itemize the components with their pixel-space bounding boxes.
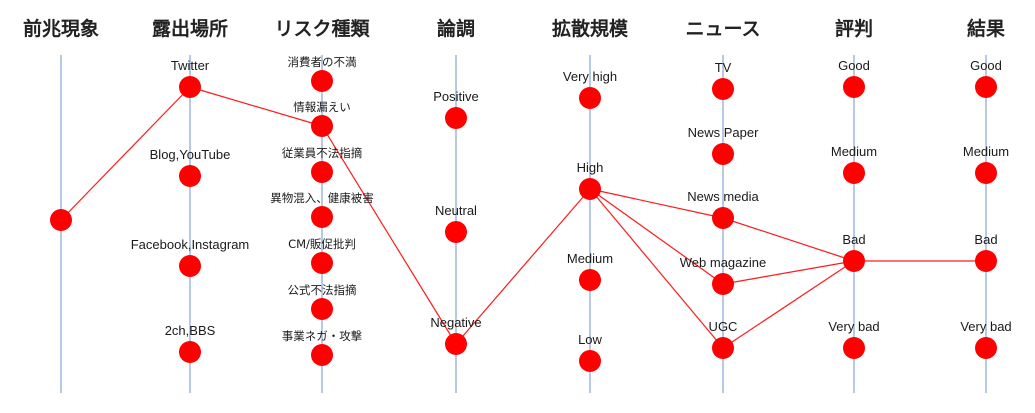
node-label-c1-1: Blog,YouTube [149,147,231,162]
node-label-c2-5: 公式不法指摘 [287,283,357,297]
node-c1-1 [179,165,201,187]
node-c5-2 [712,207,734,229]
edge-c5-2-c6-2 [722,217,855,262]
node-label-c6-3: Very bad [828,319,880,334]
edge-c4-1-c5-3 [589,188,724,285]
node-c2-4 [311,252,333,274]
column-header-c7: 結果 [966,18,1006,40]
node-label-c7-2: Bad [974,232,998,247]
column-header-c1: 露出場所 [151,18,229,40]
node-c7-1 [975,162,997,184]
node-c7-0 [975,76,997,98]
node-c3-1 [445,221,467,243]
edge-c1-0-c2-1 [189,86,323,127]
node-label-c2-0: 消費者の不満 [287,55,357,69]
node-group [50,70,997,372]
node-c5-3 [712,273,734,295]
node-label-c3-0: Positive [433,89,479,104]
node-label-c7-0: Good [970,58,1002,73]
edge-c4-1-c5-2 [589,188,724,219]
node-c5-4 [712,337,734,359]
node-c4-2 [579,269,601,291]
node-label-c1-2: Facebook,Instagram [130,237,250,252]
node-c1-0 [179,76,201,98]
node-c7-2 [975,250,997,272]
node-label-c7-1: Medium [962,144,1010,159]
node-label-c4-2: Medium [566,251,614,266]
node-c2-0 [311,70,333,92]
node-c1-3 [179,341,201,363]
node-c2-3 [311,206,333,228]
node-c3-0 [445,107,467,129]
edge-group [60,86,986,349]
node-c6-2 [843,250,865,272]
node-label-c6-2: Bad [842,232,866,247]
node-label-c6-1: Medium [830,144,878,159]
node-c2-2 [311,161,333,183]
node-c6-3 [843,337,865,359]
edge-c3-2-c4-1 [455,188,591,345]
node-label-c4-1: High [576,160,604,175]
node-label-c4-0: Very high [562,69,618,84]
node-c2-5 [311,298,333,320]
node-c4-0 [579,87,601,109]
edge-c5-4-c6-2 [722,260,855,349]
node-label-c7-3: Very bad [960,319,1012,334]
node-label-c2-6: 事業ネガ・攻撃 [281,329,363,343]
node-label-c2-3: 異物混入、健康被害 [270,191,374,205]
node-c2-6 [311,344,333,366]
node-label-c5-2: News media [687,189,759,204]
node-label-c5-0: TV [714,60,732,75]
column-header-c0: 前兆現象 [22,18,100,40]
node-label-c1-3: 2ch,BBS [164,323,216,338]
node-label-c4-3: Low [578,332,602,347]
node-c1-2 [179,255,201,277]
node-c0-0 [50,209,72,231]
node-label-c5-4: UGC [708,319,738,334]
node-label-c5-3: Web magazine [679,255,767,270]
edge-c4-1-c5-4 [589,188,724,349]
node-label-c2-2: 従業員不法指摘 [281,146,363,160]
node-label-c2-4: CM/販促批判 [288,237,356,251]
node-c2-1 [311,115,333,137]
node-label-c5-1: News Paper [687,125,759,140]
column-header-c3: 論調 [436,18,476,40]
node-c5-0 [712,78,734,100]
node-label-c1-0: Twitter [170,58,210,73]
edge-c2-1-c3-2 [321,125,457,345]
edge-c0-0-c1-0 [60,86,191,221]
node-c4-1 [579,178,601,200]
node-c6-0 [843,76,865,98]
node-label-c3-2: Negative [430,315,482,330]
node-c3-2 [445,333,467,355]
edge-c5-3-c6-2 [722,260,855,285]
column-header-c4: 拡散規模 [551,18,629,40]
column-header-c6: 評判 [834,18,874,40]
node-label-c3-1: Neutral [435,203,477,218]
node-c6-1 [843,162,865,184]
node-label-c2-1: 情報漏えい [293,100,351,114]
node-label-c6-0: Good [838,58,870,73]
node-c5-1 [712,143,734,165]
node-c4-3 [579,350,601,372]
column-header-c2: リスク種類 [274,18,370,40]
node-c7-3 [975,337,997,359]
column-header-c5: ニュース [685,18,761,40]
